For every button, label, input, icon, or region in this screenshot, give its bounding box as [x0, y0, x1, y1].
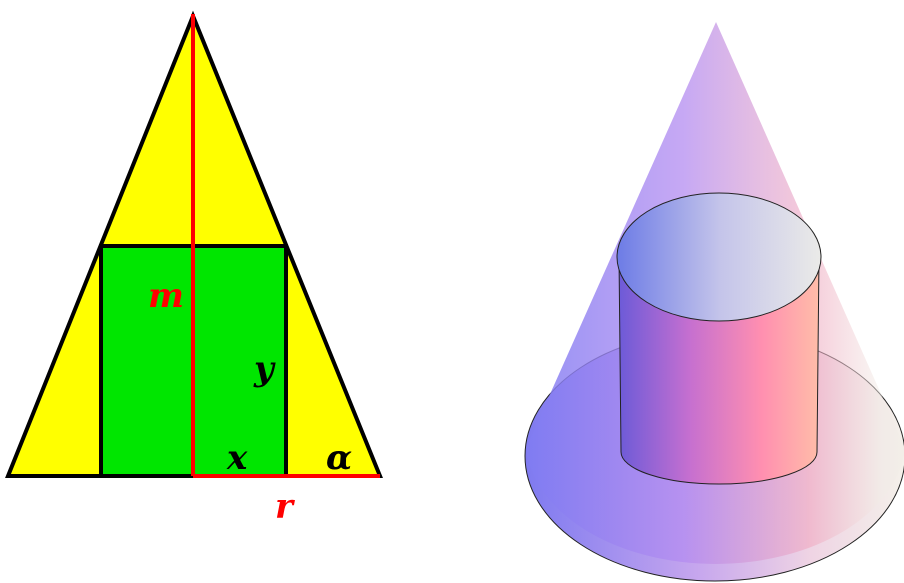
cross-section-diagram: m y x α r: [5, 10, 383, 527]
label-x: x: [226, 438, 248, 478]
label-m: m: [148, 276, 184, 316]
cone-3d-figure: [524, 22, 904, 582]
label-r: r: [275, 487, 295, 527]
label-y: y: [253, 349, 276, 389]
label-alpha: α: [326, 438, 352, 478]
cylinder-top: [616, 192, 822, 322]
